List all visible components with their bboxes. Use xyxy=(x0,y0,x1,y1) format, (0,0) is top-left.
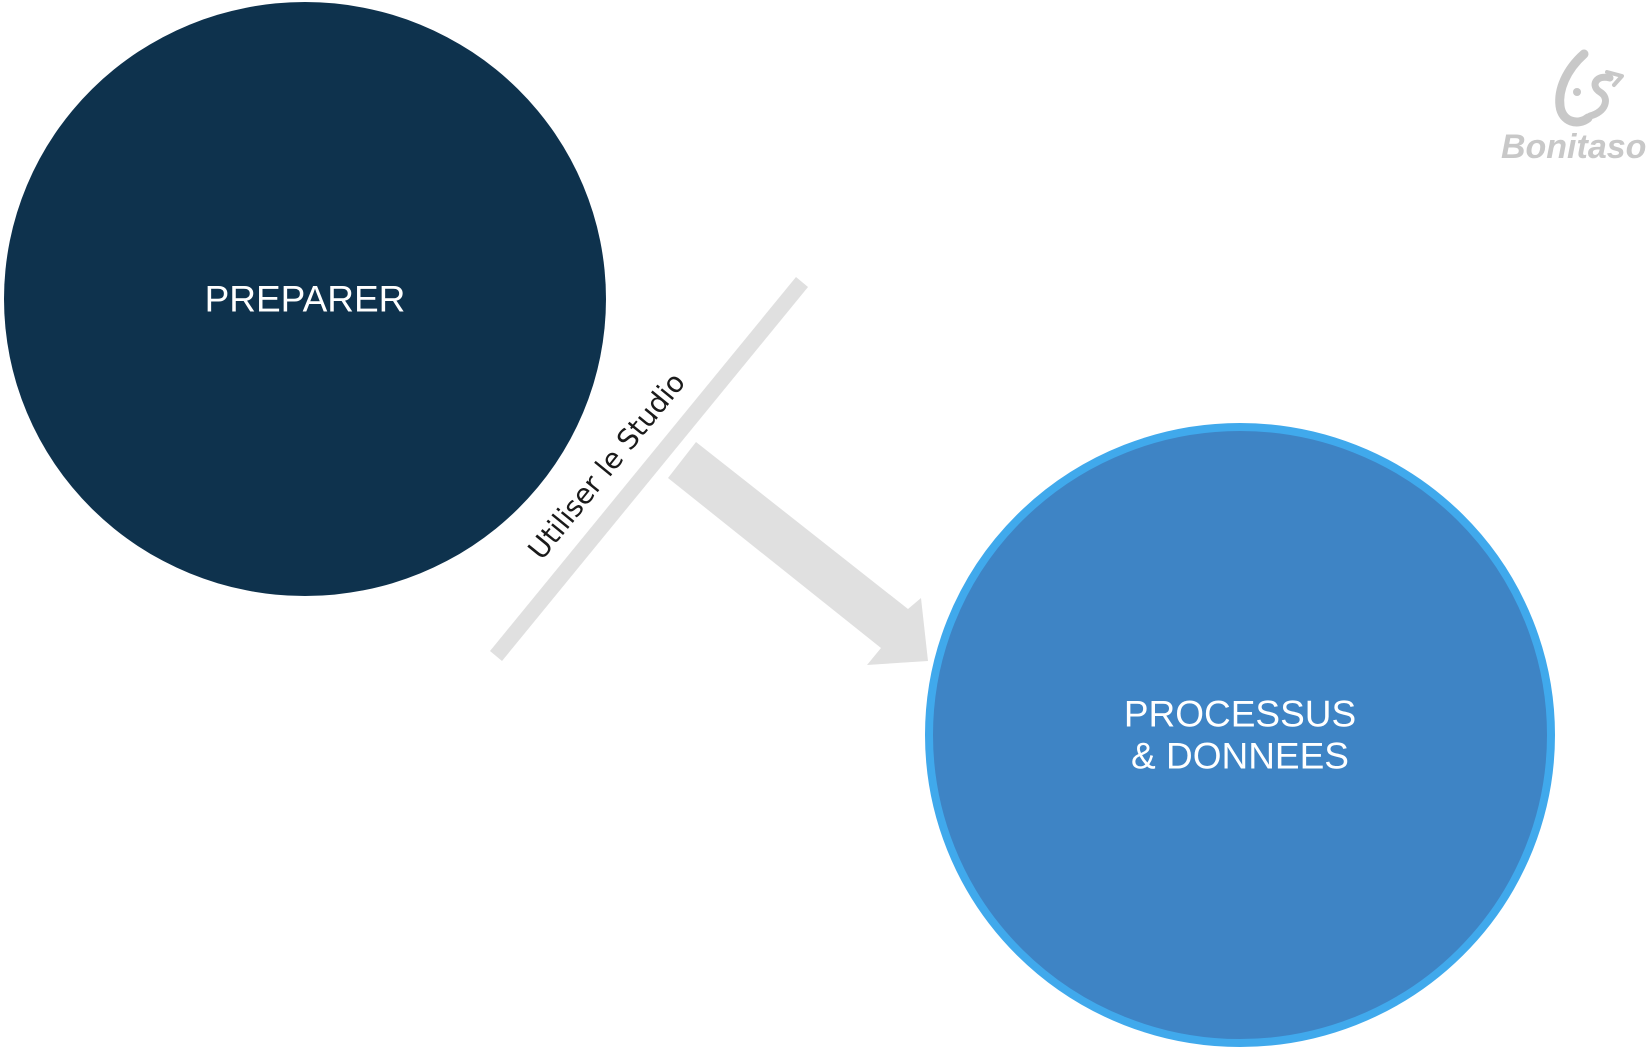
prepare-node: PREPARER xyxy=(4,2,606,596)
prepare-label: PREPARER xyxy=(205,279,406,320)
prepare-circle xyxy=(4,2,606,596)
bonitasoft-logo: Bonitasoft xyxy=(1501,49,1647,166)
divider-bar xyxy=(490,277,808,661)
flow-arrow xyxy=(668,442,928,665)
bonitasoft-logo-text: Bonitasoft xyxy=(1501,128,1647,166)
process-node: PROCESSUS & DONNEES xyxy=(925,423,1555,1047)
process-label-line2: & DONNEES xyxy=(1131,736,1349,777)
bonitasoft-logo-icon xyxy=(1555,49,1624,127)
process-circle xyxy=(925,423,1555,1047)
process-label-line1: PROCESSUS xyxy=(1124,694,1356,735)
